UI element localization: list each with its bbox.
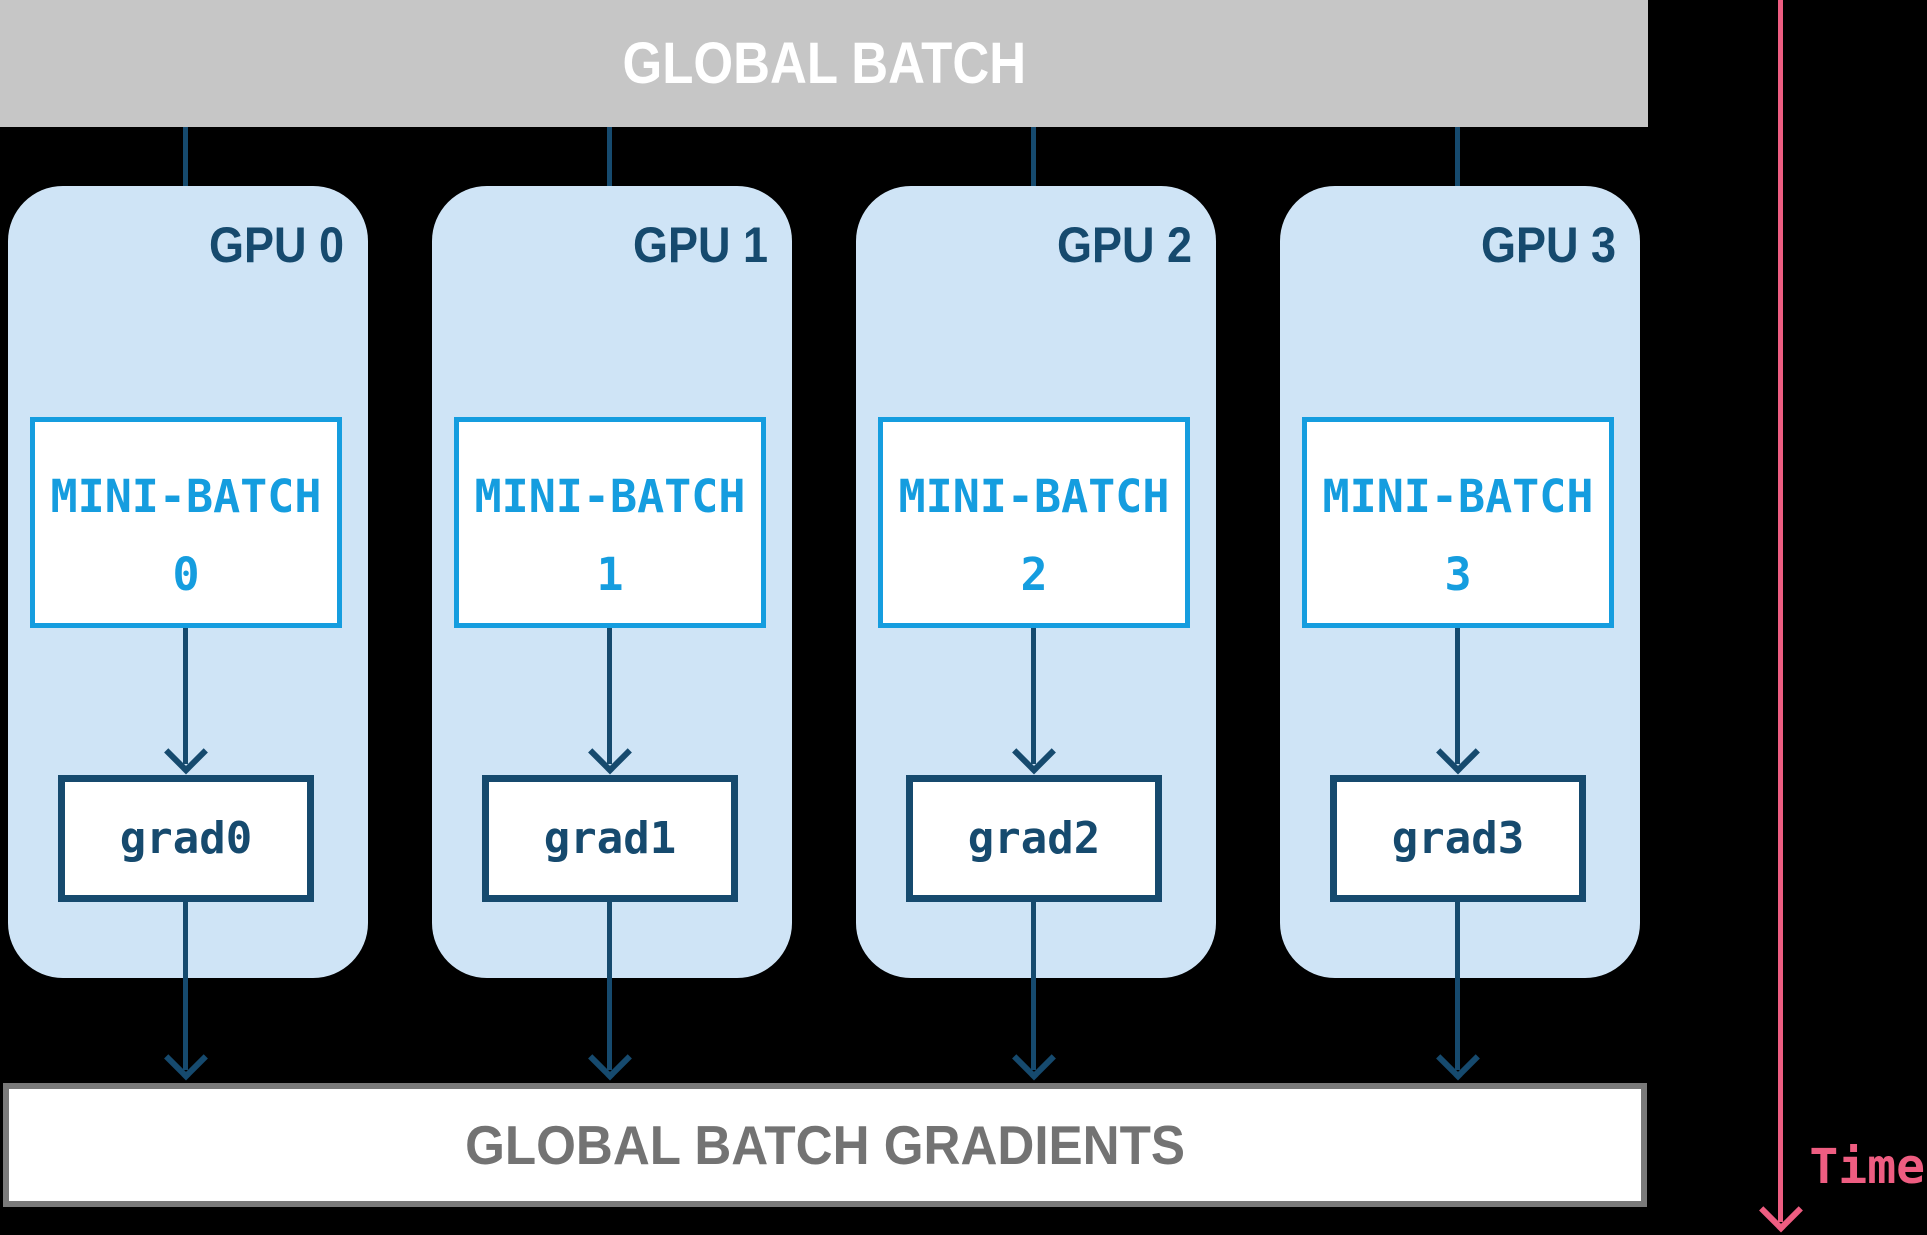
mini-batch-box-2: MINI-BATCH 2 — [878, 417, 1190, 628]
grad-box-0: grad0 — [58, 775, 314, 902]
arrow-minibatch1-to-grad1 — [607, 628, 612, 764]
grad-label: grad0 — [119, 812, 253, 864]
mini-batch-number: 3 — [1444, 548, 1472, 601]
mini-batch-label: MINI-BATCH — [1322, 470, 1594, 523]
grad-label: grad1 — [543, 812, 677, 864]
time-axis-arrow — [1778, 0, 1783, 1222]
gpu-label-3: GPU 3 — [1480, 217, 1616, 273]
gpu-label-0: GPU 0 — [208, 217, 344, 273]
arrow-grad0-to-gradients — [183, 902, 188, 1070]
mini-batch-number: 0 — [172, 548, 200, 601]
global-batch-gradients-bar: GLOBAL BATCH GRADIENTS — [3, 1083, 1647, 1207]
grad-label: grad2 — [967, 812, 1101, 864]
gpu-panel-3: GPU 3 MINI-BATCH 3 grad3 — [1280, 186, 1640, 978]
time-axis-label: Time — [1809, 1139, 1925, 1195]
mini-batch-box-0: MINI-BATCH 0 — [30, 417, 342, 628]
gpu-panel-1: GPU 1 MINI-BATCH 1 grad1 — [432, 186, 792, 978]
arrow-grad3-to-gradients — [1455, 902, 1460, 1070]
mini-batch-label: MINI-BATCH — [898, 470, 1170, 523]
arrow-minibatch0-to-grad0 — [183, 628, 188, 764]
mini-batch-label: MINI-BATCH — [474, 470, 746, 523]
mini-batch-box-3: MINI-BATCH 3 — [1302, 417, 1614, 628]
arrow-grad1-to-gradients — [607, 902, 612, 1070]
arrow-grad2-to-gradients — [1031, 902, 1036, 1070]
grad-box-3: grad3 — [1330, 775, 1586, 902]
global-batch-bar: GLOBAL BATCH — [0, 0, 1648, 127]
grad-box-1: grad1 — [482, 775, 738, 902]
gpu-panel-0: GPU 0 MINI-BATCH 0 grad0 — [8, 186, 368, 978]
grad-label: grad3 — [1391, 812, 1525, 864]
mini-batch-number: 1 — [596, 548, 624, 601]
global-batch-title: GLOBAL BATCH — [622, 31, 1026, 96]
arrow-minibatch2-to-grad2 — [1031, 628, 1036, 764]
gpu-label-1: GPU 1 — [632, 217, 768, 273]
mini-batch-label: MINI-BATCH — [50, 470, 322, 523]
arrow-minibatch3-to-grad3 — [1455, 628, 1460, 764]
global-batch-gradients-title: GLOBAL BATCH GRADIENTS — [465, 1114, 1185, 1176]
grad-box-2: grad2 — [906, 775, 1162, 902]
mini-batch-number: 2 — [1020, 548, 1048, 601]
mini-batch-box-1: MINI-BATCH 1 — [454, 417, 766, 628]
gpu-panel-2: GPU 2 MINI-BATCH 2 grad2 — [856, 186, 1216, 978]
gpu-label-2: GPU 2 — [1056, 217, 1192, 273]
